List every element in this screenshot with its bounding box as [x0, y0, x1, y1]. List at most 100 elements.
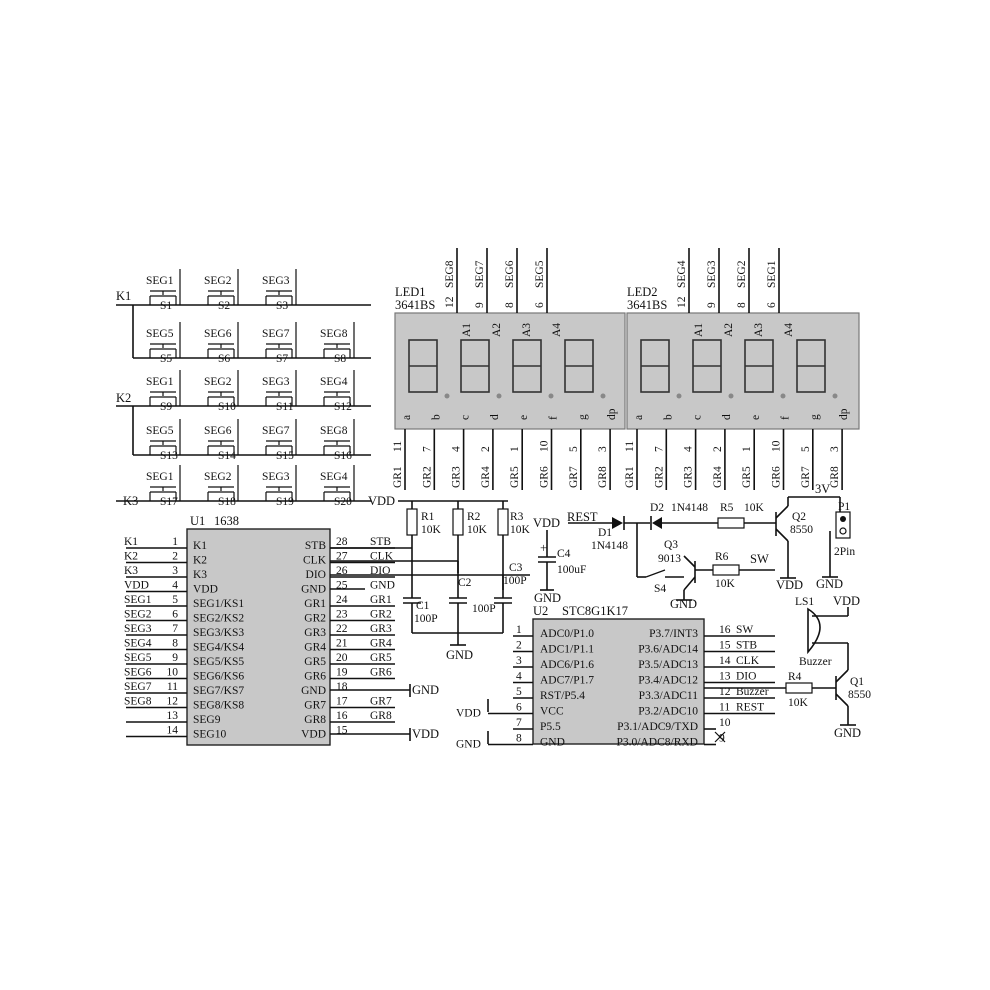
- led-bottom-pin-net: GR4: [480, 466, 492, 488]
- d2-diode: [652, 517, 662, 529]
- key-switch-ref: S10: [218, 401, 236, 413]
- led-bottom-pin-num: 5: [568, 446, 580, 452]
- led2-body: [626, 312, 860, 430]
- led-top-pin-num: 12: [676, 296, 688, 308]
- key-switch-ref: S11: [276, 401, 294, 413]
- u1-left-pin-name: SEG8/KS8: [193, 700, 244, 712]
- u1-right-pin-name: GR1: [304, 598, 326, 610]
- key-seg-label: SEG7: [262, 425, 290, 437]
- decimal-point: [832, 393, 838, 399]
- p1-header: [835, 511, 851, 539]
- p1-gnd: GND: [816, 577, 843, 591]
- r3-resistor: [497, 508, 509, 536]
- led-bottom-pin-num: 7: [653, 446, 665, 452]
- key-switch-ref: S17: [160, 496, 178, 508]
- u1-left-pin-name: SEG4/KS4: [193, 642, 244, 654]
- u2-left-pin-num: 2: [516, 640, 522, 652]
- led-bottom-pin-num: 11: [392, 441, 404, 452]
- r6-resistor: [712, 564, 740, 576]
- key-seg-label: SEG8: [320, 425, 348, 437]
- r1-val: 10K: [421, 524, 442, 536]
- decimal-point: [600, 393, 606, 399]
- led-seg-label: c: [460, 415, 472, 420]
- u2-right-net: DIO: [736, 671, 756, 683]
- u1-left-pin-num: 5: [172, 594, 178, 606]
- u1-right-net: DIO: [370, 565, 390, 577]
- u1-left-net: SEG1: [124, 594, 152, 606]
- u1-right-pin-name: GR8: [304, 714, 326, 726]
- u2-right-net: STB: [736, 640, 757, 652]
- u1-left-pin-name: SEG6/KS6: [193, 671, 244, 683]
- u1-right-pin-name: GR4: [304, 642, 326, 654]
- led-top-pin-net: SEG2: [736, 260, 748, 288]
- buzzer-symbol: [807, 607, 821, 655]
- led-digit-label: A1: [461, 323, 473, 337]
- led-top-pin-num: 12: [444, 296, 456, 308]
- key-switch-ref: S19: [276, 496, 294, 508]
- u1-left-net: SEG7: [124, 681, 152, 693]
- key-switch-ref: S13: [160, 450, 178, 462]
- u2-left-net: GND: [456, 739, 481, 751]
- key-switch-ref: S7: [276, 353, 288, 365]
- key-switch-ref: S8: [334, 353, 346, 365]
- led-digit-label: A3: [753, 323, 765, 337]
- u2-left-pin-num: 3: [516, 655, 522, 667]
- r5-resistor: [717, 517, 745, 529]
- led-bottom-pin-net: GR3: [683, 466, 695, 488]
- key-switch-ref: S20: [334, 496, 352, 508]
- u1-left-pin-name: SEG9: [193, 714, 221, 726]
- q3-ref: Q3: [664, 539, 678, 551]
- led-seg-label: b: [430, 414, 442, 420]
- u1-right-net: GR1: [370, 594, 392, 606]
- u1-right-pin-num: 21: [336, 638, 348, 650]
- u2-right-pin-name: P3.7/INT3: [649, 628, 698, 640]
- u2-right-pin-name: P3.3/ADC11: [639, 690, 699, 702]
- led-seg-label: a: [401, 415, 413, 420]
- r3-val: 10K: [510, 524, 531, 536]
- d1-diode: [612, 517, 623, 529]
- u1-left-pin-num: 12: [167, 696, 179, 708]
- buzzer-label: Buzzer: [799, 656, 832, 668]
- led2-name: LED2: [627, 285, 658, 299]
- reset-circuit: REST D1 1N4148 D2 1N4148 R5 10K VDD Q2 8…: [567, 482, 855, 611]
- led-top-pin-net: SEG4: [676, 260, 688, 288]
- led-seg-label: e: [518, 415, 530, 420]
- key-seg-label: SEG8: [320, 328, 348, 340]
- led-seg-label: c: [692, 415, 704, 420]
- key-seg-label: SEG3: [262, 275, 290, 287]
- k2-label: K2: [116, 391, 131, 405]
- u1-right-net: GR6: [370, 667, 392, 679]
- decimal-point: [676, 393, 682, 399]
- key-seg-label: SEG4: [320, 376, 348, 388]
- u1-right-net: STB: [370, 536, 391, 548]
- led-top-pin-num: 6: [766, 302, 778, 308]
- seven-seg-digit: [564, 339, 606, 399]
- u1-right-pin-num: 22: [336, 623, 348, 635]
- led-bottom-pin-net: GR8: [597, 466, 609, 488]
- vdd-label-c4: VDD: [533, 516, 560, 530]
- led-seg-label: dp: [838, 408, 850, 420]
- r2-ref: R2: [467, 511, 481, 523]
- k3-label: K3: [123, 494, 138, 508]
- u1-left-pin-num: 6: [172, 609, 178, 621]
- led-seg-label: g: [809, 414, 821, 420]
- u1-left-pin-name: VDD: [193, 584, 218, 596]
- led-bottom-pin-num: 10: [771, 440, 783, 452]
